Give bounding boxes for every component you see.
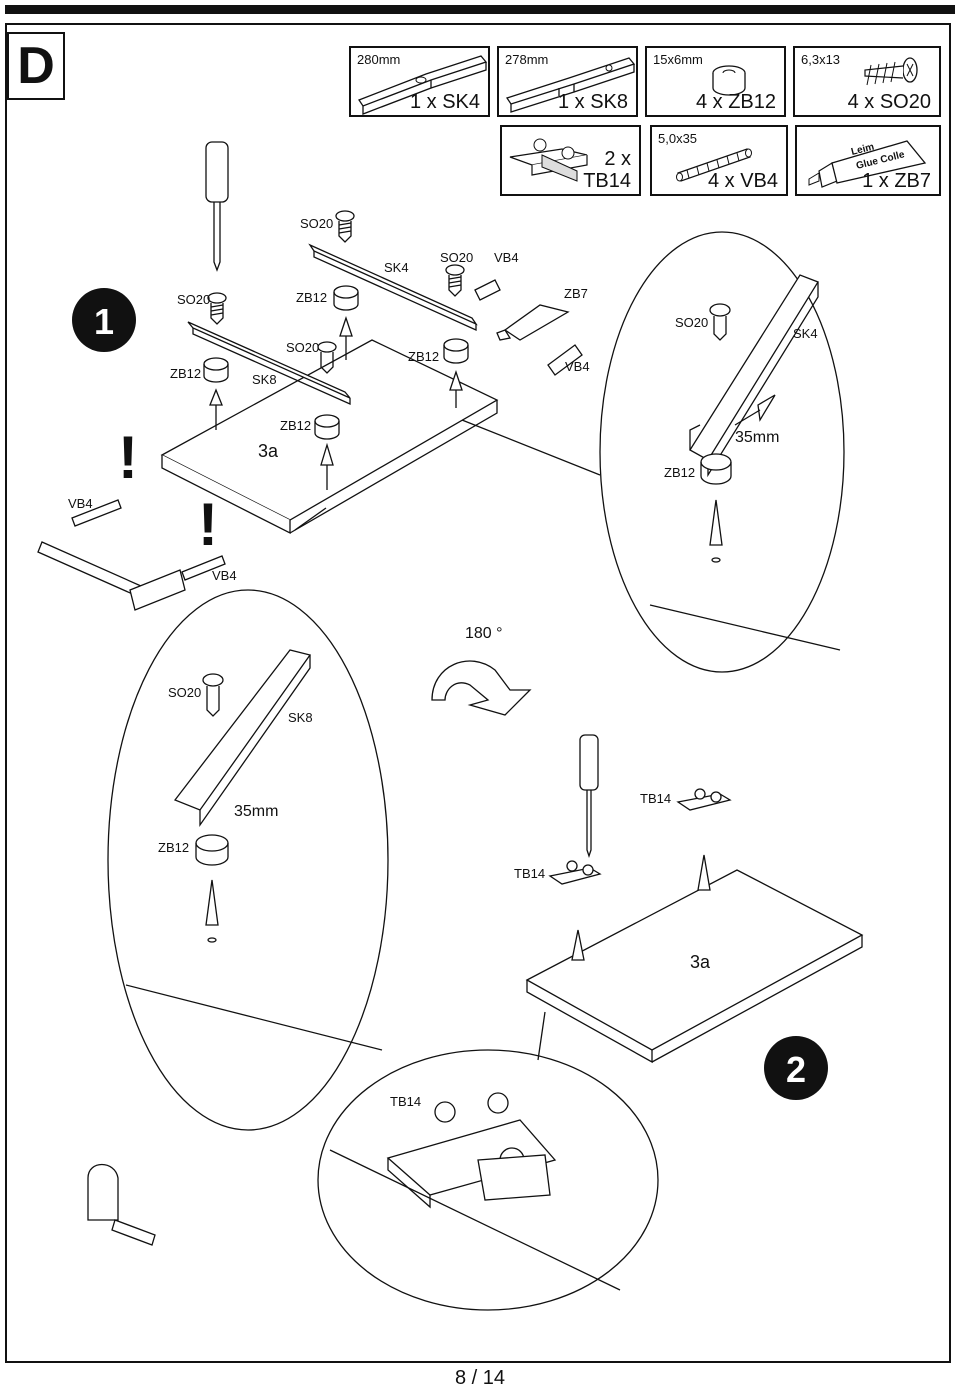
part-box-so20: 6,3x13 4 x SO20 xyxy=(793,46,941,117)
part-quantity: 4 x SO20 xyxy=(847,91,931,113)
label-so20: SO20 xyxy=(286,340,319,355)
warning-icon: ! xyxy=(118,424,138,491)
label-sk4: SK4 xyxy=(793,326,818,341)
spacer-icon xyxy=(203,357,229,383)
label-vb4: VB4 xyxy=(565,359,590,374)
spacer-icon xyxy=(314,414,340,440)
glue-tube-icon xyxy=(503,304,570,341)
part-dimension: 6,3x13 xyxy=(801,52,841,67)
rail-long-icon xyxy=(505,57,636,113)
part-box-zb12: 15x6mm 4 x ZB12 xyxy=(645,46,786,117)
label-zb12: ZB12 xyxy=(170,366,201,381)
step-1-circle xyxy=(72,288,136,352)
part-quantity: 4 x VB4 xyxy=(707,170,778,192)
part-quantity: 1 x SK8 xyxy=(557,91,628,113)
rail-short-icon xyxy=(358,55,488,115)
label-tb14: TB14 xyxy=(640,791,671,806)
label-so20: SO20 xyxy=(440,250,473,265)
dowel-icon xyxy=(71,499,122,527)
part-box-vb4: 5,0x35 4 x VB4 xyxy=(650,125,788,196)
dowel-icon xyxy=(676,148,752,182)
label-sk4: SK4 xyxy=(384,260,409,275)
part-quantity: 1 x ZB7 xyxy=(862,170,931,192)
label-vb4: VB4 xyxy=(494,250,519,265)
label-panel-3a: 3a xyxy=(258,441,279,461)
part-box-tb14: 2 x TB14 xyxy=(500,125,641,196)
label-so20: SO20 xyxy=(675,315,708,330)
page-frame xyxy=(5,23,951,1363)
screw-icon xyxy=(445,264,465,297)
part-box-zb7: Leim Glue Colle 1 x ZB7 xyxy=(795,125,941,196)
screw-icon xyxy=(335,210,355,243)
bracket-icon xyxy=(676,788,732,811)
label-zb12: ZB12 xyxy=(296,290,327,305)
part-quantity: 4 x ZB12 xyxy=(695,91,776,113)
spacer-icon xyxy=(333,285,359,311)
dowel-icon xyxy=(474,279,501,301)
label-measure: 35mm xyxy=(234,803,278,820)
label-vb4: VB4 xyxy=(212,568,237,583)
part-box-sk8: 278mm 1 x SK8 xyxy=(497,46,638,117)
step-2-number: 2 xyxy=(786,1049,806,1090)
spacer-icon xyxy=(443,338,469,364)
label-zb12: ZB12 xyxy=(280,418,311,433)
bracket-icon xyxy=(509,138,588,182)
rotate-arrow-icon xyxy=(431,660,532,716)
label-tb14: TB14 xyxy=(390,1094,421,1109)
label-so20: SO20 xyxy=(177,292,210,307)
label-tb14: TB14 xyxy=(514,866,545,881)
page-number: 8 / 14 xyxy=(454,1367,506,1389)
rotate-label: 180 ° xyxy=(465,625,503,642)
label-zb7: ZB7 xyxy=(564,286,588,301)
screwdriver-icon xyxy=(205,141,229,272)
top-rule xyxy=(5,5,955,14)
label-zb12: ZB12 xyxy=(664,465,695,480)
label-so20: SO20 xyxy=(168,685,201,700)
label-zb12: ZB12 xyxy=(158,840,189,855)
step-1-number: 1 xyxy=(94,301,114,342)
step-2-circle xyxy=(764,1036,828,1100)
label-zb12: ZB12 xyxy=(408,349,439,364)
label-sk8: SK8 xyxy=(252,372,277,387)
warning-icon: ! xyxy=(198,491,218,558)
screw-icon xyxy=(207,292,227,325)
label-so20: SO20 xyxy=(300,216,333,231)
tape-measure-icon xyxy=(87,1163,119,1221)
section-letter: D xyxy=(7,32,65,100)
part-dimension: 278mm xyxy=(505,52,549,67)
glue-tube-icon: Leim Glue Colle xyxy=(808,140,927,188)
label-sk8: SK8 xyxy=(288,710,313,725)
label-vb4: VB4 xyxy=(68,496,93,511)
screwdriver-icon xyxy=(579,734,599,859)
part-dimension: 280mm xyxy=(357,52,401,67)
dowel-icon xyxy=(547,344,583,376)
dowel-icon xyxy=(181,555,226,581)
bracket-icon xyxy=(548,860,602,885)
screw-icon xyxy=(317,341,337,374)
label-measure: 35mm xyxy=(735,429,779,446)
part-dimension: 15x6mm xyxy=(653,52,703,67)
part-quantity: 2 x TB14 xyxy=(583,148,631,192)
label-panel-3a: 3a xyxy=(690,952,711,972)
screw-icon xyxy=(864,57,918,86)
part-quantity: 1 x SK4 xyxy=(409,91,480,113)
detail-left-ellipse xyxy=(107,589,389,1131)
spacer-ring-icon xyxy=(712,65,746,96)
part-dimension: 5,0x35 xyxy=(658,131,698,146)
part-box-sk4: 280mm 1 x SK4 xyxy=(349,46,490,117)
